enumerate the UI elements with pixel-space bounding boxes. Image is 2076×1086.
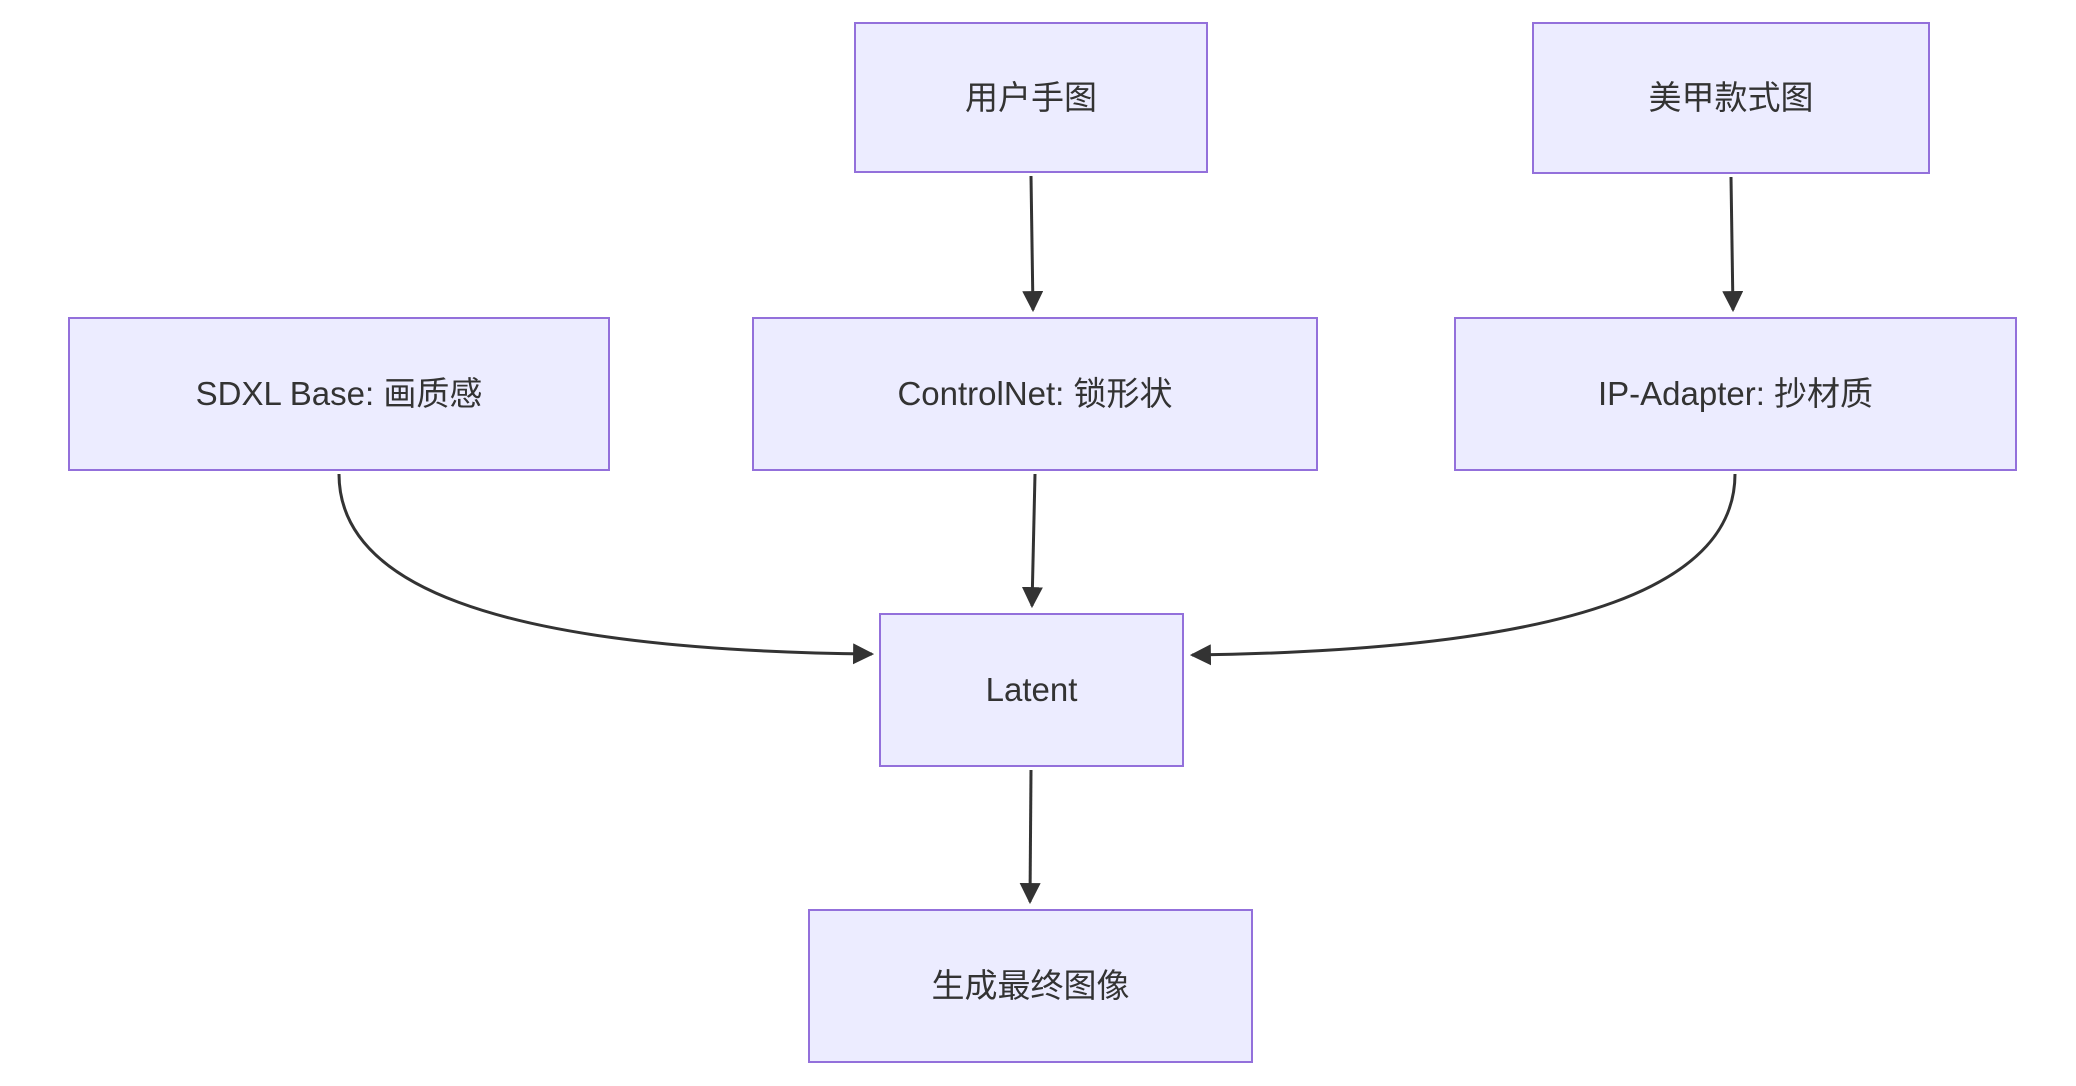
node-controlnet: ControlNet: 锁形状 [752,317,1318,471]
node-user-hand: 用户手图 [854,22,1208,173]
edge-nail-style-to-ip-adapter [1722,176,1744,313]
node-nail-style-label: 美甲款式图 [1648,79,1814,117]
edge-ip-adapter-to-latent [1189,473,1737,666]
node-latent: Latent [879,613,1184,767]
node-user-hand-label: 用户手图 [965,78,1097,116]
node-sdxl-base: SDXL Base: 画质感 [68,317,610,471]
node-nail-style: 美甲款式图 [1532,22,1930,174]
edge-sdxl-base-to-latent [337,473,875,665]
node-final-image: 生成最终图像 [808,909,1253,1063]
edge-user-hand-to-controlnet [1022,175,1044,313]
node-sdxl-base-label: SDXL Base: 画质感 [195,375,483,413]
node-controlnet-label: ControlNet: 锁形状 [897,375,1173,413]
node-final-image-label: 生成最终图像 [931,967,1130,1005]
node-latent-label: Latent [985,671,1078,709]
edge-controlnet-to-latent [1021,473,1043,609]
node-ip-adapter-label: IP-Adapter: 抄材质 [1597,375,1874,413]
node-ip-adapter: IP-Adapter: 抄材质 [1454,317,2017,471]
edge-latent-to-final-image [1019,769,1041,905]
